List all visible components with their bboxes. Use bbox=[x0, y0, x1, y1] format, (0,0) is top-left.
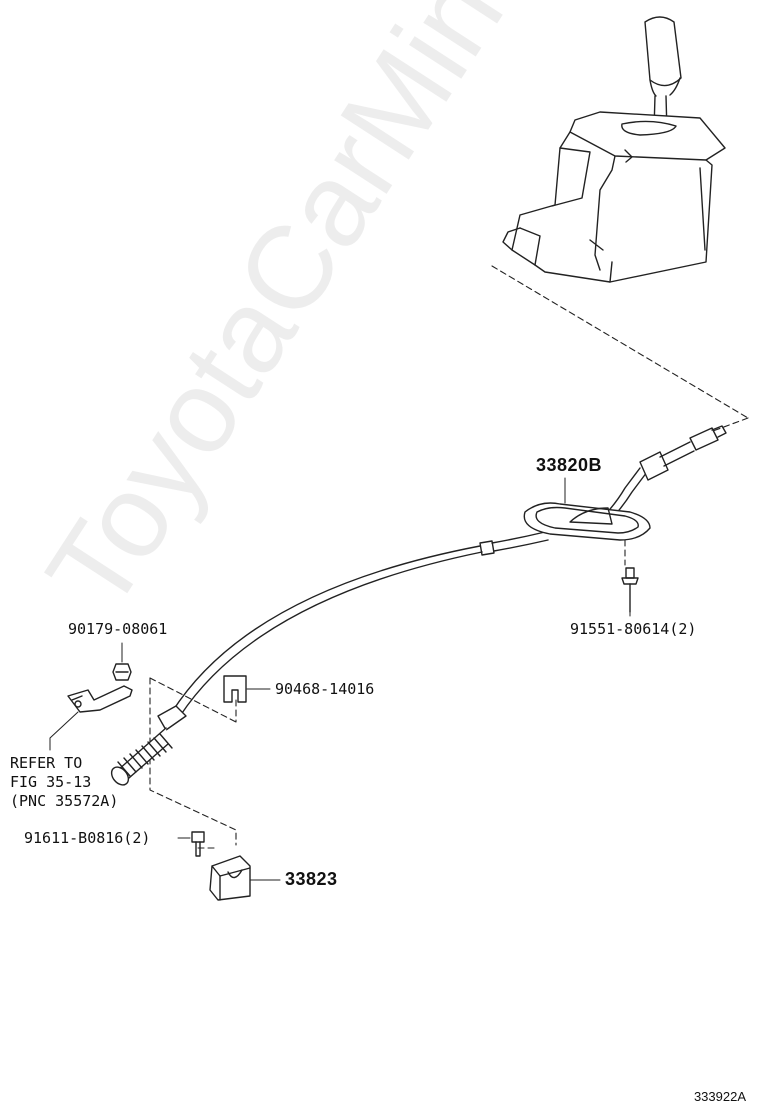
label-33820b: 33820B bbox=[536, 455, 603, 475]
nut-90179 bbox=[112, 663, 132, 681]
screw-91551 bbox=[621, 567, 639, 613]
refer-line-1: REFER TO bbox=[10, 754, 83, 772]
assembly-leader-lines bbox=[149, 265, 749, 849]
grommet-plate bbox=[523, 502, 651, 541]
label-33823: 33823 bbox=[285, 869, 338, 889]
cable-bracket bbox=[67, 685, 133, 713]
cable-boot bbox=[110, 705, 187, 786]
bracket-33823 bbox=[209, 855, 251, 901]
label-90179: 90179-08061 bbox=[68, 620, 168, 638]
shift-cable bbox=[171, 425, 727, 717]
label-90468: 90468-14016 bbox=[275, 680, 375, 698]
refer-line-2: FIG 35-13 bbox=[10, 773, 92, 791]
clip-90468 bbox=[223, 675, 247, 703]
leader-refer bbox=[49, 711, 79, 751]
shift-lever-assembly bbox=[502, 16, 726, 283]
figure-number: 333922A bbox=[693, 1089, 746, 1104]
label-91611: 91611-B0816(2) bbox=[24, 829, 151, 847]
label-91551: 91551-80614(2) bbox=[570, 620, 697, 638]
bolt-91611 bbox=[191, 831, 205, 857]
refer-line-3: (PNC 35572A) bbox=[10, 792, 119, 810]
